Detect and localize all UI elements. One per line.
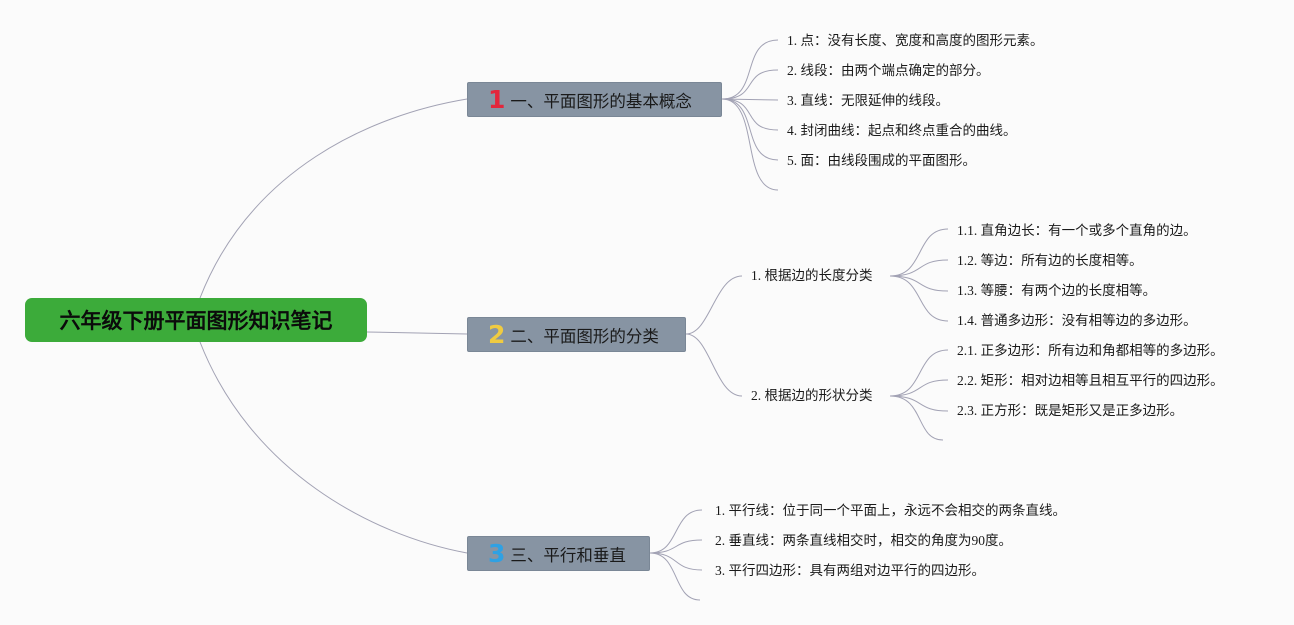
connector-root-branch3 — [199, 341, 468, 554]
connector-root-branch1 — [199, 98, 468, 299]
connector-g1-item3 — [889, 275, 949, 292]
connector-g2-item3 — [889, 395, 949, 412]
subtopic-item[interactable]: 1.4. 普通多边形：没有相等边的多边形。 — [957, 313, 1197, 328]
connector-b3-item4 — [649, 552, 701, 601]
subtopic-item[interactable]: 1.3. 等腰：有两个边的长度相等。 — [957, 283, 1157, 298]
connector-b2-group2 — [685, 333, 743, 397]
connector-g1-item2 — [889, 259, 949, 277]
subtopic-item[interactable]: 2.2. 矩形：相对边相等且相互平行的四边形。 — [957, 373, 1224, 388]
root-topic[interactable]: 六年级下册平面图形知识笔记 — [25, 298, 367, 342]
subtopic-item[interactable]: 2.1. 正多边形：所有边和角都相等的多边形。 — [957, 343, 1224, 358]
connector-b3-item1 — [649, 509, 703, 554]
connector-g2-item4 — [889, 395, 944, 441]
number-3-icon: 3 — [488, 539, 506, 568]
subtopic-item[interactable]: 2. 垂直线：两条直线相交时，相交的角度为90度。 — [715, 533, 1012, 548]
connector-b1-item5 — [721, 98, 779, 161]
subtopic-item[interactable]: 2. 线段：由两个端点确定的部分。 — [787, 63, 990, 78]
connector-b1-item1 — [721, 39, 779, 100]
connector-root-branch2 — [366, 331, 468, 335]
root-topic-label: 六年级下册平面图形知识笔记 — [59, 309, 333, 333]
connector-g1-item1 — [889, 228, 949, 277]
branch-topic-label: 二、平面图形的分类 — [510, 326, 659, 346]
subtopic-item[interactable]: 2.3. 正方形：既是矩形又是正多边形。 — [957, 403, 1184, 418]
connector-b2-group1 — [685, 275, 743, 335]
subtopic-item[interactable]: 3. 直线：无限延伸的线段。 — [787, 93, 949, 108]
connector-b1-item3 — [721, 98, 779, 101]
connector-b3-item2 — [649, 539, 703, 554]
subtopic-item[interactable]: 3. 平行四边形：具有两组对边平行的四边形。 — [715, 563, 985, 578]
subtopic-item[interactable]: 1. 点：没有长度、宽度和高度的图形元素。 — [787, 33, 1044, 48]
subtopic-group-1[interactable]: 1. 根据边的长度分类 — [751, 268, 873, 283]
connector-b1-item6 — [721, 98, 779, 191]
branch-topic-label: 一、平面图形的基本概念 — [510, 91, 692, 111]
connector-g2-item2 — [889, 379, 949, 397]
subtopic-item[interactable]: 1. 平行线：位于同一个平面上，永远不会相交的两条直线。 — [715, 503, 1066, 518]
connector-b3-item3 — [649, 552, 703, 571]
branch-topic-1[interactable]: 1 一、平面图形的基本概念 — [467, 82, 722, 117]
subtopic-item[interactable]: 1.2. 等边：所有边的长度相等。 — [957, 253, 1143, 268]
connector-g2-item1 — [889, 349, 949, 397]
branch-topic-3[interactable]: 3 三、平行和垂直 — [467, 536, 650, 571]
subtopic-group-2[interactable]: 2. 根据边的形状分类 — [751, 388, 873, 403]
subtopic-item[interactable]: 1.1. 直角边长：有一个或多个直角的边。 — [957, 223, 1197, 238]
branch-topic-label: 三、平行和垂直 — [510, 545, 626, 565]
subtopic-item[interactable]: 5. 面：由线段围成的平面图形。 — [787, 153, 976, 168]
connector-b1-item4 — [721, 98, 779, 131]
branch-topic-2[interactable]: 2 二、平面图形的分类 — [467, 317, 686, 352]
number-1-icon: 1 — [488, 85, 506, 114]
subtopic-item[interactable]: 4. 封闭曲线：起点和终点重合的曲线。 — [787, 123, 1017, 138]
connector-g1-item4 — [889, 275, 949, 322]
number-2-icon: 2 — [488, 320, 506, 349]
connector-b1-item2 — [721, 69, 779, 100]
